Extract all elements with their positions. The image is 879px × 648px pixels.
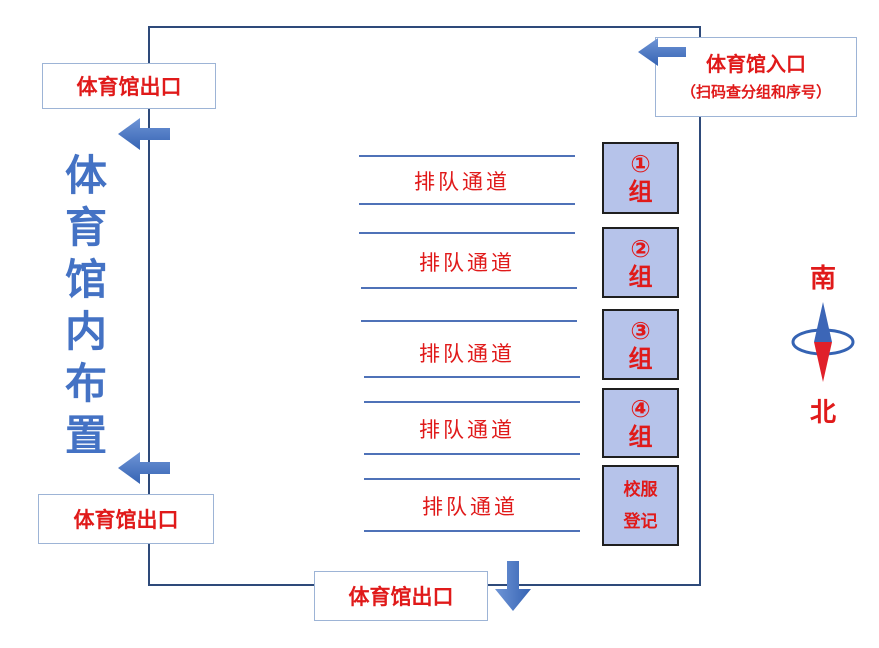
exit-arrow-left-top-icon xyxy=(118,118,170,150)
lane-line xyxy=(364,453,580,455)
hall-layout-title: 体 育 馆 内 布 置 xyxy=(58,150,114,462)
entrance-arrow-icon xyxy=(638,38,686,66)
exit-arrow-down-icon xyxy=(495,561,531,611)
entrance-title: 体育馆入口 xyxy=(706,52,806,76)
compass-south-label: 南 xyxy=(810,264,837,294)
compass-icon xyxy=(791,302,855,382)
compass-north-label: 北 xyxy=(810,398,837,428)
exit-label-text: 体育馆出口 xyxy=(73,508,179,532)
group-label: 组 xyxy=(628,178,653,206)
group-box-4: ④ 组 xyxy=(602,388,679,458)
lane-label: 排队通道 xyxy=(414,170,510,194)
entrance-label: 体育馆入口 （扫码查分组和序号） xyxy=(655,37,857,117)
group-number: ② xyxy=(630,234,651,263)
group-number: ③ xyxy=(630,316,651,345)
lane-line xyxy=(364,530,580,532)
title-char: 布 xyxy=(64,359,107,408)
exit-label-top-left: 体育馆出口 xyxy=(42,63,216,109)
lane-line xyxy=(359,203,575,205)
exit-label-bottom-left: 体育馆出口 xyxy=(38,494,214,544)
exit-label-text: 体育馆出口 xyxy=(76,75,182,99)
uniform-label-1: 校服 xyxy=(623,479,658,500)
title-char: 内 xyxy=(64,307,107,356)
uniform-registration-box: 校服 登记 xyxy=(602,465,679,546)
lane-line xyxy=(364,401,580,403)
lane-line xyxy=(364,376,580,378)
uniform-label-2: 登记 xyxy=(623,511,658,532)
group-label: 组 xyxy=(628,423,653,451)
group-box-1: ① 组 xyxy=(602,142,679,214)
lane-line xyxy=(364,478,580,480)
group-number: ① xyxy=(630,150,651,178)
entrance-subtitle: （扫码查分组和序号） xyxy=(680,83,831,101)
title-char: 育 xyxy=(64,203,107,252)
lane-line xyxy=(359,232,575,234)
group-label: 组 xyxy=(628,262,653,291)
exit-arrow-left-bottom-icon xyxy=(118,452,170,484)
exit-label-text: 体育馆出口 xyxy=(348,585,454,609)
group-number: ④ xyxy=(630,395,651,423)
lane-label: 排队通道 xyxy=(419,342,515,366)
lane-line xyxy=(361,320,577,322)
group-box-3: ③ 组 xyxy=(602,309,679,380)
lane-label: 排队通道 xyxy=(419,251,515,275)
lane-line xyxy=(361,287,577,289)
lane-label: 排队通道 xyxy=(422,495,518,519)
group-label: 组 xyxy=(628,344,653,373)
title-char: 体 xyxy=(64,151,107,200)
group-box-2: ② 组 xyxy=(602,227,679,298)
lane-label: 排队通道 xyxy=(419,418,515,442)
title-char: 馆 xyxy=(64,255,107,304)
exit-label-bottom-center: 体育馆出口 xyxy=(314,571,488,621)
title-char: 置 xyxy=(64,411,107,460)
lane-line xyxy=(359,155,575,157)
